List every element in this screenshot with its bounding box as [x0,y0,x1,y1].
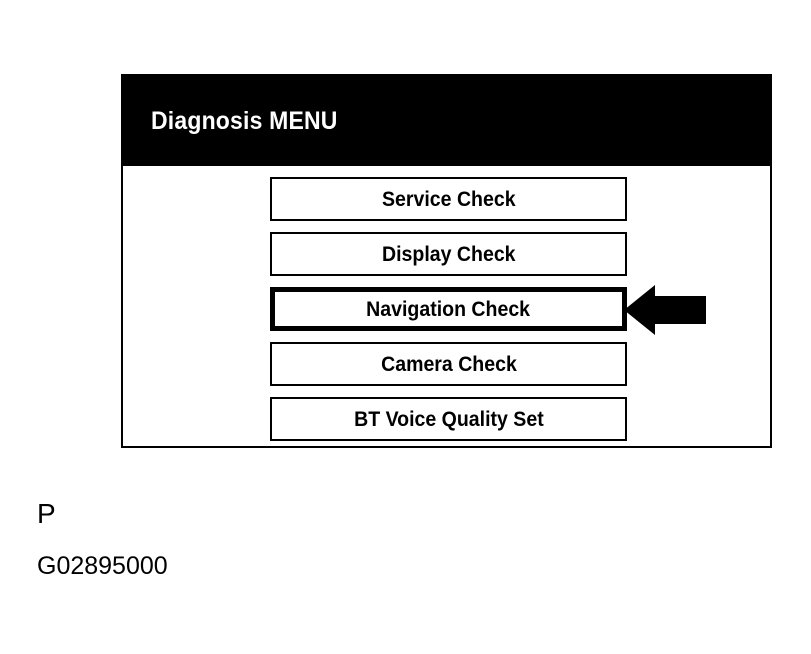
menu-item-label: BT Voice Quality Set [353,407,544,431]
menu-item-display-check[interactable]: Display Check [270,232,627,276]
menu-item-bt-voice-quality-set[interactable]: BT Voice Quality Set [270,397,627,441]
caption-code: G02895000 [37,552,168,580]
menu-item-camera-check[interactable]: Camera Check [270,342,627,386]
page-title: Diagnosis MENU [151,106,338,135]
menu-item-label: Display Check [381,242,516,266]
menu-item-label: Camera Check [380,352,517,376]
menu-item-label: Navigation Check [366,297,531,321]
title-bar: Diagnosis MENU [123,76,770,166]
menu-item-label: Service Check [381,187,516,211]
menu-item-service-check[interactable]: Service Check [270,177,627,221]
menu-list: Service Check Display Check Navigation C… [270,177,627,441]
caption-label: P [37,498,56,529]
figure-caption: P G02895000 [37,500,437,579]
diagnosis-menu-screen: Diagnosis MENU Service Check Display Che… [121,74,772,448]
menu-item-navigation-check[interactable]: Navigation Check [270,287,627,331]
